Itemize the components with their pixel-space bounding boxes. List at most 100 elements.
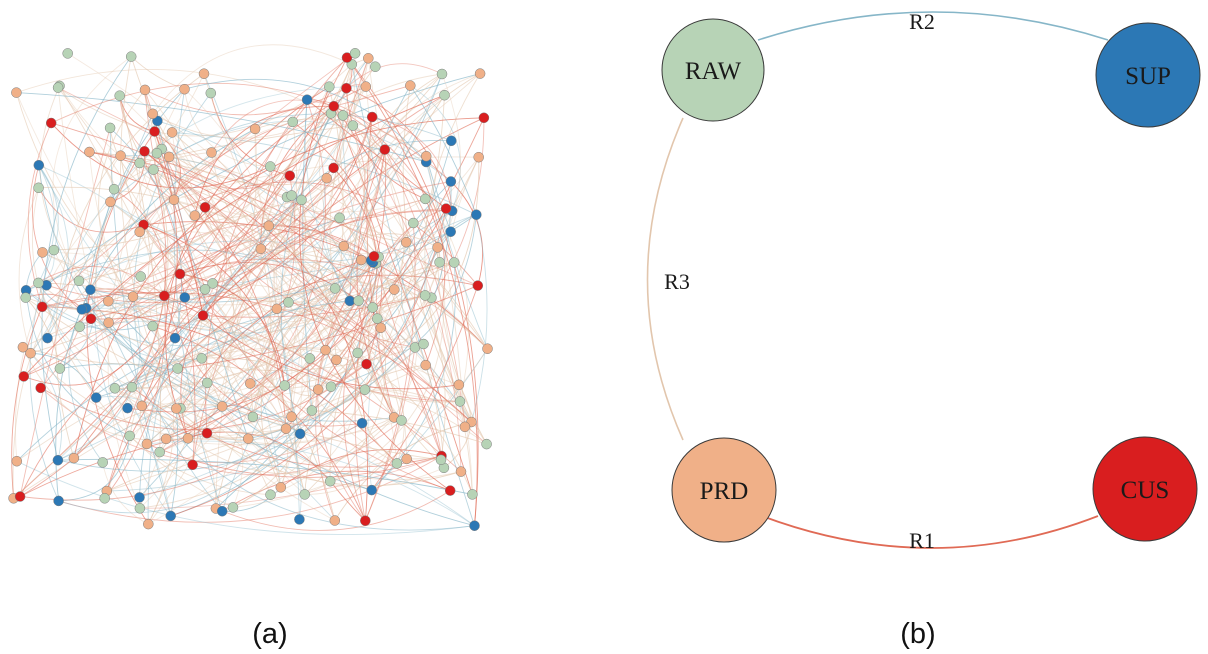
- network-edge: [166, 343, 424, 440]
- network-edge: [79, 326, 172, 516]
- network-node: [199, 202, 211, 213]
- network-edge: [179, 287, 336, 409]
- network-edge: [343, 245, 408, 459]
- network-node: [168, 194, 180, 206]
- network-node: [249, 123, 261, 135]
- network-node: [283, 297, 294, 308]
- network-edge: [288, 301, 382, 329]
- network-edge: [114, 157, 480, 389]
- network-edge: [333, 105, 462, 472]
- network-node: [18, 371, 30, 382]
- network-node: [216, 505, 228, 517]
- network-node: [368, 251, 380, 262]
- network-edge: [336, 66, 379, 258]
- network-node: [469, 520, 480, 531]
- network-edge: [96, 73, 443, 399]
- network-edge: [146, 440, 475, 527]
- network-node: [405, 80, 416, 91]
- network-edge: [37, 282, 234, 508]
- network-edge: [329, 458, 442, 482]
- network-edge: [30, 164, 69, 354]
- network-edge: [41, 56, 132, 461]
- network-edge: [364, 347, 416, 521]
- network-edge: [211, 99, 334, 153]
- network-edge: [154, 131, 416, 348]
- network-node: [363, 53, 374, 64]
- network-node: [135, 271, 146, 282]
- schema-node-label-prd: PRD: [700, 478, 749, 505]
- network-edge: [330, 214, 477, 388]
- network-node: [379, 144, 391, 155]
- network-edge: [30, 352, 63, 461]
- network-node: [353, 295, 364, 306]
- network-edge: [30, 352, 97, 398]
- network-edge: [85, 73, 443, 309]
- network-node: [54, 363, 66, 374]
- network-node: [62, 48, 73, 59]
- network-node: [436, 68, 448, 80]
- network-edge: [194, 105, 334, 216]
- network-edge: [104, 346, 358, 499]
- network-edge: [146, 443, 442, 478]
- network-edge: [215, 490, 451, 531]
- network-edge: [270, 166, 446, 460]
- network-edge: [260, 248, 488, 350]
- network-edge: [358, 300, 371, 390]
- network-edge: [51, 122, 377, 264]
- network-nodes: [8, 48, 493, 531]
- network-edge: [108, 322, 475, 531]
- network-edge: [343, 233, 438, 248]
- network-node: [45, 117, 57, 129]
- network-node: [341, 82, 352, 94]
- network-edge: [290, 195, 381, 329]
- network-node: [227, 502, 239, 513]
- network-edge: [364, 222, 416, 521]
- network-edge: [120, 155, 344, 247]
- network-node: [165, 510, 176, 522]
- network-edge: [291, 58, 369, 196]
- network-edge: [147, 152, 212, 327]
- network-edge: [330, 346, 416, 387]
- network-edge: [306, 300, 359, 411]
- network-edge: [371, 348, 488, 491]
- network-node: [439, 89, 450, 101]
- network-node: [174, 268, 186, 280]
- network-node: [334, 212, 345, 224]
- network-edge: [131, 386, 167, 440]
- network-node: [197, 310, 209, 321]
- network-edge: [139, 245, 345, 498]
- network-edge: [139, 162, 331, 482]
- network-edge: [58, 455, 442, 523]
- network-edge: [356, 149, 395, 418]
- network-edge: [109, 127, 175, 201]
- network-edge: [16, 460, 475, 535]
- network-node: [356, 417, 368, 429]
- network-edge: [19, 169, 167, 497]
- network-edge: [194, 215, 432, 299]
- network-edge: [57, 87, 478, 287]
- network-edges: [11, 44, 488, 535]
- network-node: [201, 377, 213, 389]
- network-edge: [22, 347, 189, 441]
- network-edge: [378, 256, 418, 418]
- network-node: [103, 295, 114, 307]
- network-node: [296, 194, 307, 206]
- network-node: [97, 457, 108, 468]
- network-node: [329, 283, 341, 294]
- network-node: [375, 322, 387, 334]
- network-edge: [89, 151, 442, 457]
- network-edge: [170, 408, 179, 516]
- network-node: [275, 482, 287, 493]
- network-edge: [19, 127, 111, 497]
- network-node: [242, 433, 254, 444]
- network-edge: [15, 92, 326, 351]
- network-edge: [90, 175, 291, 320]
- network-edge: [47, 320, 332, 388]
- network-edge: [52, 56, 132, 282]
- network-node: [125, 51, 137, 62]
- network-edge: [130, 56, 185, 90]
- network-node: [109, 383, 121, 394]
- network-node: [341, 52, 353, 63]
- network-node: [321, 172, 332, 184]
- network-node: [482, 343, 493, 354]
